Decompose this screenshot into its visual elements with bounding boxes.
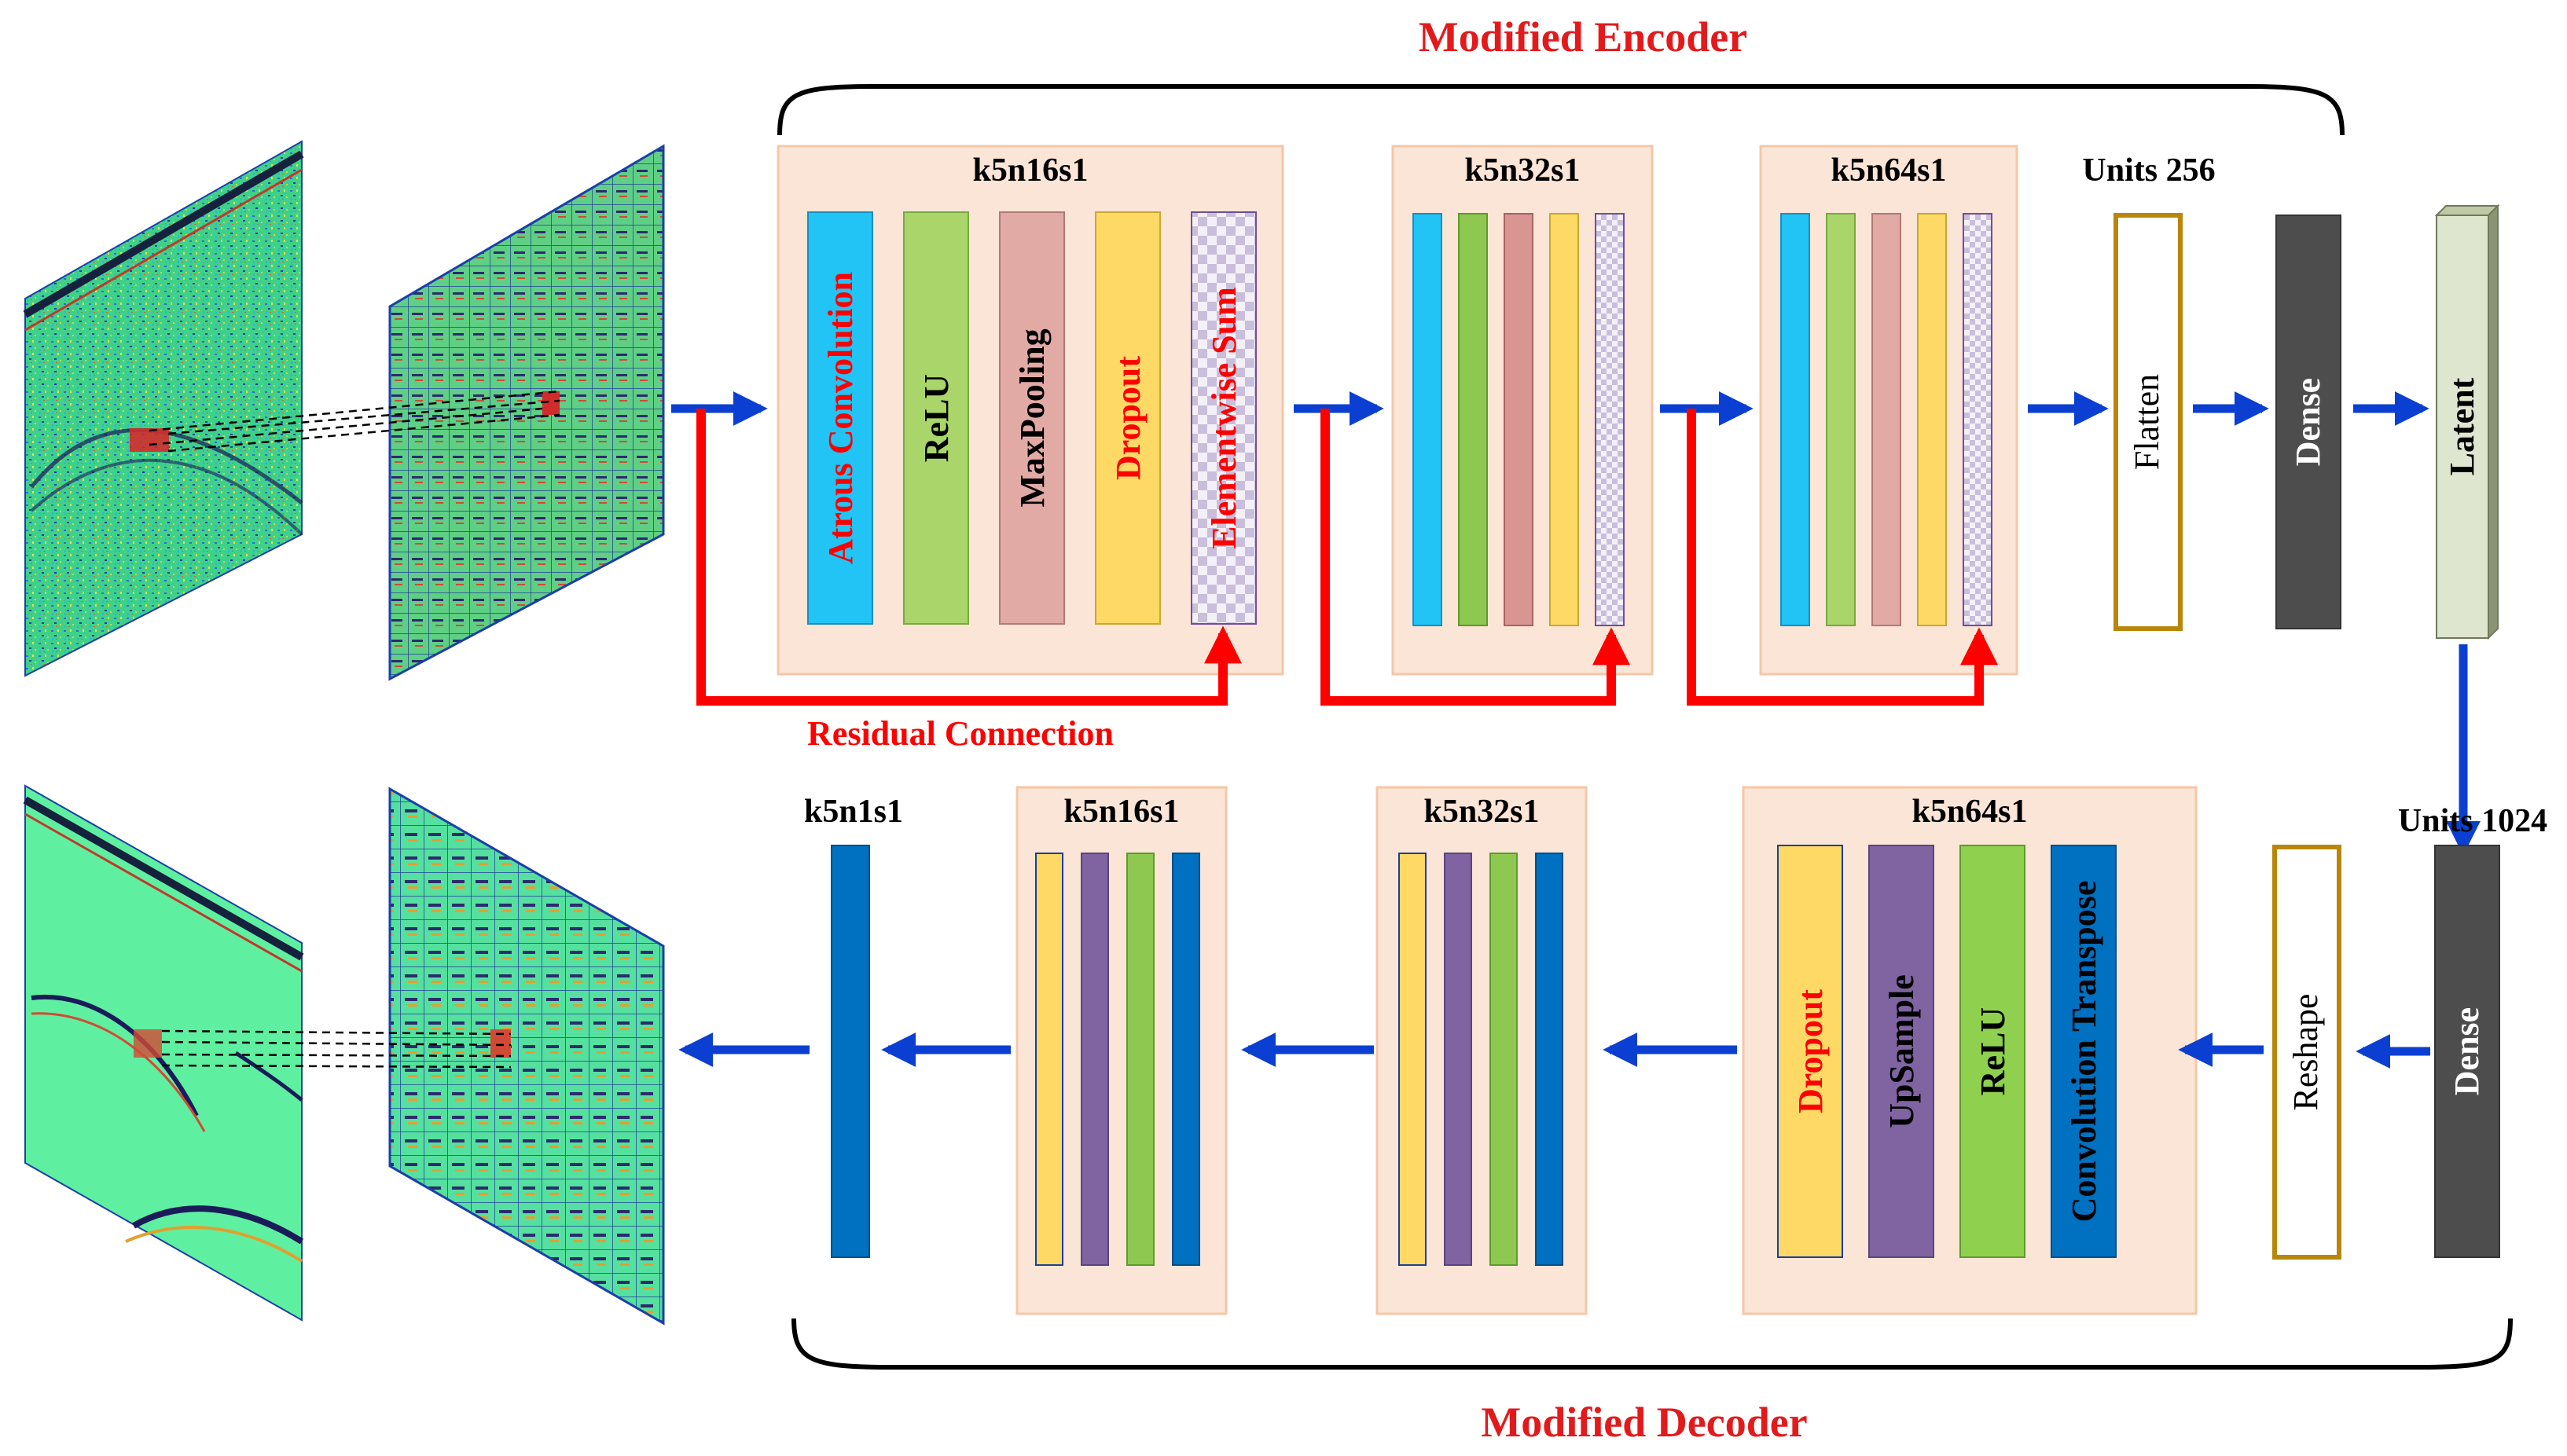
layer-maxpooling-3	[1871, 213, 1901, 626]
layer-relu-dec	[1959, 845, 2025, 1258]
output-clean-image	[23, 784, 304, 1322]
flatten-layer	[2113, 213, 2183, 631]
layer-dropout-3	[1917, 213, 1947, 626]
layer-dropout-dec-1	[1035, 853, 1063, 1266]
layer-atrous-convolution-2	[1412, 213, 1442, 626]
layer-elementwise-sum	[1191, 211, 1257, 625]
encoder-title: Modified Encoder	[1419, 13, 1747, 61]
output-patch-lines	[161, 1029, 512, 1069]
reshape-label: Reshape	[2286, 993, 2325, 1110]
layer-atrous-convolution-3	[1780, 213, 1810, 626]
residual-connections	[696, 409, 1998, 706]
encoder-brace	[777, 84, 2345, 136]
decoder-units-label: Units 1024	[2398, 803, 2547, 839]
residual-connection-label: Residual Connection	[807, 714, 1114, 753]
latent-label: Latent	[2443, 377, 2481, 475]
decoder-dense-label: Dense	[2448, 1007, 2486, 1095]
decoder-block-3-label: k5n64s1	[1911, 794, 2027, 830]
layer-relu-2	[1458, 213, 1488, 626]
decoder-title: Modified Decoder	[1481, 1399, 1807, 1446]
latent-layer	[2434, 204, 2500, 640]
label-upsample: UpSample	[1882, 974, 1921, 1128]
encoder-units-label: Units 256	[2082, 152, 2215, 189]
layer-upsample-1	[1081, 853, 1109, 1266]
decoder-block-1-label: k5n16s1	[1063, 794, 1179, 830]
layer-maxpooling	[999, 211, 1065, 625]
encoder-block-3-label: k5n64s1	[1831, 152, 1946, 189]
layer-maxpooling-2	[1504, 213, 1533, 626]
layer-elementwise-sum-3	[1963, 213, 1992, 626]
layer-dropout-2	[1549, 213, 1579, 626]
label-elementwise-sum: Elementwise Sum	[1205, 287, 1243, 549]
layer-dropout	[1095, 211, 1161, 625]
encoder-dense-layer	[2275, 215, 2341, 629]
input-noisy-image	[23, 140, 304, 677]
flatten-label: Flatten	[2128, 374, 2166, 470]
decoder-output-layer	[831, 845, 870, 1258]
layer-convolution-transpose-2	[1535, 853, 1563, 1266]
input-patch-lines	[149, 390, 560, 453]
label-dropout: Dropout	[1109, 356, 1148, 480]
decoder-output-label: k5n1s1	[804, 794, 903, 830]
layer-elementwise-sum-2	[1595, 213, 1625, 626]
layer-dropout-dec	[1777, 845, 1843, 1258]
layer-upsample	[1868, 845, 1934, 1258]
reshape-layer	[2272, 845, 2341, 1260]
layer-convolution-transpose	[2051, 845, 2117, 1258]
encoder-dense-label: Dense	[2289, 378, 2327, 466]
encoder-flow-arrows	[671, 391, 2481, 856]
label-atrous-convolution: Atrous Convolution	[821, 272, 860, 564]
output-patch-grid	[388, 787, 665, 1326]
layer-dropout-dec-2	[1398, 853, 1427, 1266]
layer-atrous-convolution	[807, 211, 873, 625]
layer-relu-dec-1	[1126, 853, 1155, 1266]
layer-relu-dec-2	[1489, 853, 1518, 1266]
label-convolution-transpose: Convolution Transpose	[2065, 881, 2103, 1223]
encoder-block-2-label: k5n32s1	[1464, 152, 1580, 189]
label-dropout-dec: Dropout	[1791, 989, 1830, 1113]
layer-relu-3	[1826, 213, 1856, 626]
layer-relu	[903, 211, 969, 625]
label-maxpooling: MaxPooling	[1013, 328, 1052, 507]
layer-convolution-transpose-1	[1172, 853, 1200, 1266]
encoder-block-1-label: k5n16s1	[972, 152, 1088, 189]
decoder-brace	[791, 1318, 2513, 1370]
label-relu: ReLU	[917, 374, 956, 462]
input-patch-grid	[388, 144, 665, 681]
decoder-flow-arrows	[678, 1032, 2430, 1069]
layer-upsample-2	[1444, 853, 1472, 1266]
decoder-dense-layer	[2434, 845, 2500, 1258]
label-relu-dec: ReLU	[1974, 1007, 2012, 1095]
decoder-block-2-label: k5n32s1	[1423, 794, 1539, 830]
